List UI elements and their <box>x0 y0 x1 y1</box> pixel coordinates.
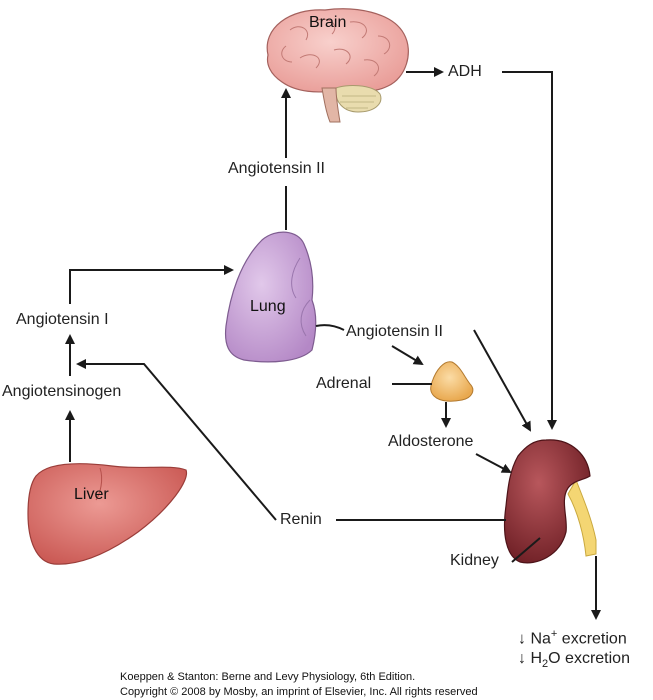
h2o-excretion-outcome: ↓ H2O excretion <box>518 650 630 670</box>
na-excretion-outcome: ↓ Na+ excretion <box>518 628 627 648</box>
lung-illustration <box>224 231 317 363</box>
adrenal-illustration <box>430 361 474 402</box>
brain-illustration <box>266 8 409 123</box>
kidney-label: Kidney <box>450 552 499 569</box>
arrow-adh-to-kidney <box>502 71 557 430</box>
arrow-renin-to-angiotensin-i <box>76 359 277 521</box>
kidney-illustration <box>503 439 597 564</box>
angiotensin-i-label: Angiotensin I <box>16 311 109 328</box>
arrow-angiotensin-i-to-lung <box>69 265 234 304</box>
lung-label: Lung <box>250 298 286 315</box>
water-symbol: H2O <box>530 650 561 671</box>
aldosterone-label: Aldosterone <box>388 433 474 450</box>
arrow-angiotensin-ii-to-adrenal <box>391 345 424 366</box>
liver-label: Liver <box>74 486 109 503</box>
liver-illustration <box>27 463 188 565</box>
arrow-lung-to-angiotensin-ii-mid <box>315 324 345 331</box>
credit-line-1: Koeppen & Stanton: Berne and Levy Physio… <box>120 671 416 683</box>
arrow-aldosterone-to-kidney <box>475 453 512 473</box>
down-arrow-icon: ↓ <box>518 650 526 667</box>
h2o-excretion-text: excretion <box>565 650 630 667</box>
credit-line-2: Copyright © 2008 by Mosby, an imprint of… <box>120 686 478 698</box>
angiotensinogen-label: Angiotensinogen <box>2 383 122 400</box>
adh-label: ADH <box>448 63 482 80</box>
arrow-angiotensin-ii-to-kidney <box>473 329 531 432</box>
angiotensin-ii-mid-label: Angiotensin II <box>346 323 443 340</box>
brain-label: Brain <box>309 14 347 31</box>
pathway-arrows <box>65 67 601 620</box>
sodium-charge: + <box>550 628 558 640</box>
na-excretion-text: excretion <box>561 630 627 648</box>
kidney-label-line <box>511 537 541 563</box>
renin-label: Renin <box>280 511 322 528</box>
adrenal-label: Adrenal <box>316 375 372 392</box>
down-arrow-icon: ↓ <box>518 630 526 648</box>
sodium-symbol: Na <box>530 630 551 648</box>
angiotensin-ii-top-label: Angiotensin II <box>228 160 325 177</box>
